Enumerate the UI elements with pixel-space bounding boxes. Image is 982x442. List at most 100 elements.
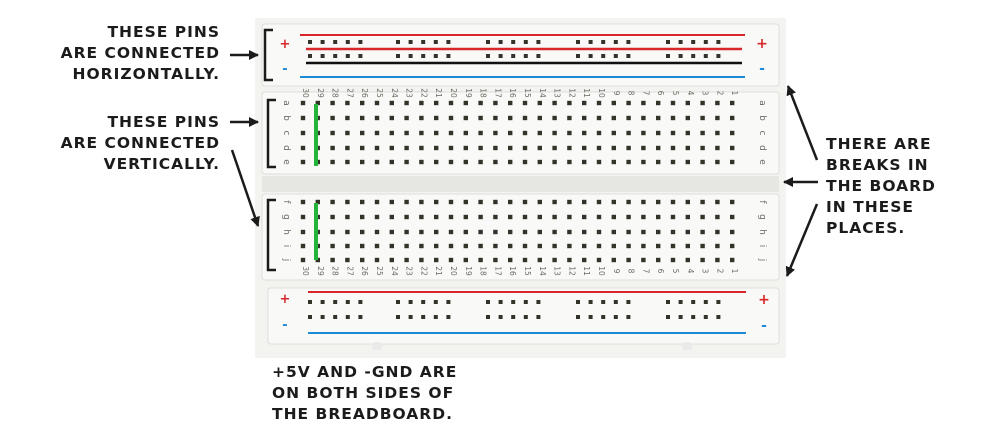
terminal-hole-c25 (374, 130, 380, 136)
row-letter: d (281, 145, 291, 151)
rail-hole (678, 300, 683, 304)
terminal-hole-e17 (493, 159, 498, 165)
column-number: 1 (730, 269, 739, 274)
row-letter: h (757, 229, 767, 235)
column-number: 22 (419, 266, 428, 276)
terminal-hole-a25 (374, 100, 380, 106)
rail-hole (333, 300, 338, 304)
terminal-hole-a9 (611, 100, 616, 106)
terminal-hole-e12 (567, 159, 572, 165)
terminal-hole-h8 (626, 229, 631, 235)
rail-hole (678, 54, 683, 58)
terminal-hole-h5 (670, 229, 676, 235)
rail-hole (613, 40, 618, 44)
rail-hole (408, 40, 413, 44)
column-number: 29 (316, 88, 325, 98)
rail-hole (320, 40, 325, 44)
terminal-hole-h19 (463, 229, 468, 235)
terminal-hole-i17 (493, 243, 498, 249)
rail-hole (333, 54, 338, 58)
row-letter: c (281, 131, 291, 136)
terminal-hole-j14 (537, 257, 542, 263)
terminal-hole-h1 (730, 229, 735, 235)
terminal-hole-c12 (567, 130, 572, 136)
column-number: 17 (493, 266, 502, 276)
rail-hole (576, 315, 580, 319)
row-letter: g (757, 214, 767, 220)
rail-hole (345, 300, 350, 304)
terminal-hole-g28 (330, 214, 335, 220)
terminal-hole-g6 (656, 214, 661, 220)
terminal-hole-i1 (730, 243, 735, 249)
terminal-hole-g8 (626, 214, 631, 220)
column-number: 8 (627, 91, 636, 96)
terminal-hole-b18 (478, 115, 483, 121)
arrow-break-bottom (785, 203, 819, 277)
rail-hole (498, 300, 503, 304)
terminal-hole-j4 (685, 257, 690, 263)
terminal-hole-c14 (537, 130, 542, 136)
column-number: 6 (656, 269, 665, 274)
rail-hole (601, 300, 606, 304)
terminal-hole-i23 (404, 243, 409, 249)
terminal-hole-h9 (611, 229, 616, 235)
terminal-hole-i22 (419, 243, 424, 249)
terminal-hole-a4 (685, 100, 690, 106)
rail-hole (666, 315, 670, 319)
rail-plus-top-left: + (280, 37, 291, 52)
terminal-hole-j11 (582, 257, 587, 263)
terminal-hole-h24 (389, 229, 394, 235)
terminal-hole-i27 (345, 243, 350, 249)
column-number: 5 (671, 91, 680, 96)
rail-hole (691, 300, 696, 304)
terminal-hole-e8 (626, 159, 631, 165)
terminal-hole-e30 (300, 159, 306, 165)
rail-hole (345, 40, 350, 44)
terminal-hole-i19 (463, 243, 468, 249)
column-number: 27 (345, 266, 354, 276)
row-letter: i (757, 245, 767, 248)
column-number: 11 (582, 266, 591, 276)
column-number: 3 (701, 91, 710, 96)
terminal-hole-f12 (567, 199, 572, 205)
terminal-hole-h18 (478, 229, 483, 235)
column-number: 27 (345, 88, 354, 98)
terminal-hole-g21 (434, 214, 439, 220)
terminal-hole-i11 (582, 243, 587, 249)
terminal-hole-h25 (374, 229, 380, 235)
rail-hole (433, 40, 438, 44)
terminal-hole-e26 (360, 159, 365, 165)
terminal-hole-h23 (404, 229, 409, 235)
column-number: 30 (301, 266, 310, 276)
terminal-hole-g15 (522, 214, 528, 220)
terminal-hole-g20 (448, 214, 454, 220)
terminal-hole-a12 (567, 100, 572, 106)
terminal-hole-d1 (730, 145, 735, 151)
terminal-hole-a15 (522, 100, 528, 106)
terminal-hole-c6 (656, 130, 661, 136)
rail-hole (716, 40, 721, 44)
terminal-hole-e13 (552, 159, 557, 165)
terminal-hole-b15 (522, 115, 528, 121)
terminal-hole-i5 (670, 243, 676, 249)
terminal-hole-d19 (463, 145, 468, 151)
terminal-block-top (261, 91, 780, 175)
row-letter: g (281, 214, 291, 220)
terminal-hole-i7 (641, 243, 646, 249)
row-letter: a (281, 100, 291, 106)
terminal-hole-g5 (670, 214, 676, 220)
terminal-hole-d14 (537, 145, 542, 151)
terminal-hole-a5 (670, 100, 676, 106)
terminal-hole-g1 (730, 214, 735, 220)
terminal-hole-h13 (552, 229, 557, 235)
terminal-hole-h4 (685, 229, 690, 235)
terminal-hole-d11 (582, 145, 587, 151)
terminal-hole-j22 (419, 257, 424, 263)
terminal-hole-h2 (715, 229, 720, 235)
terminal-hole-f26 (360, 199, 365, 205)
terminal-hole-j16 (508, 257, 513, 263)
terminal-hole-f4 (685, 199, 690, 205)
arrow-break-top (786, 85, 819, 161)
terminal-hole-h12 (567, 229, 572, 235)
terminal-hole-b9 (611, 115, 616, 121)
